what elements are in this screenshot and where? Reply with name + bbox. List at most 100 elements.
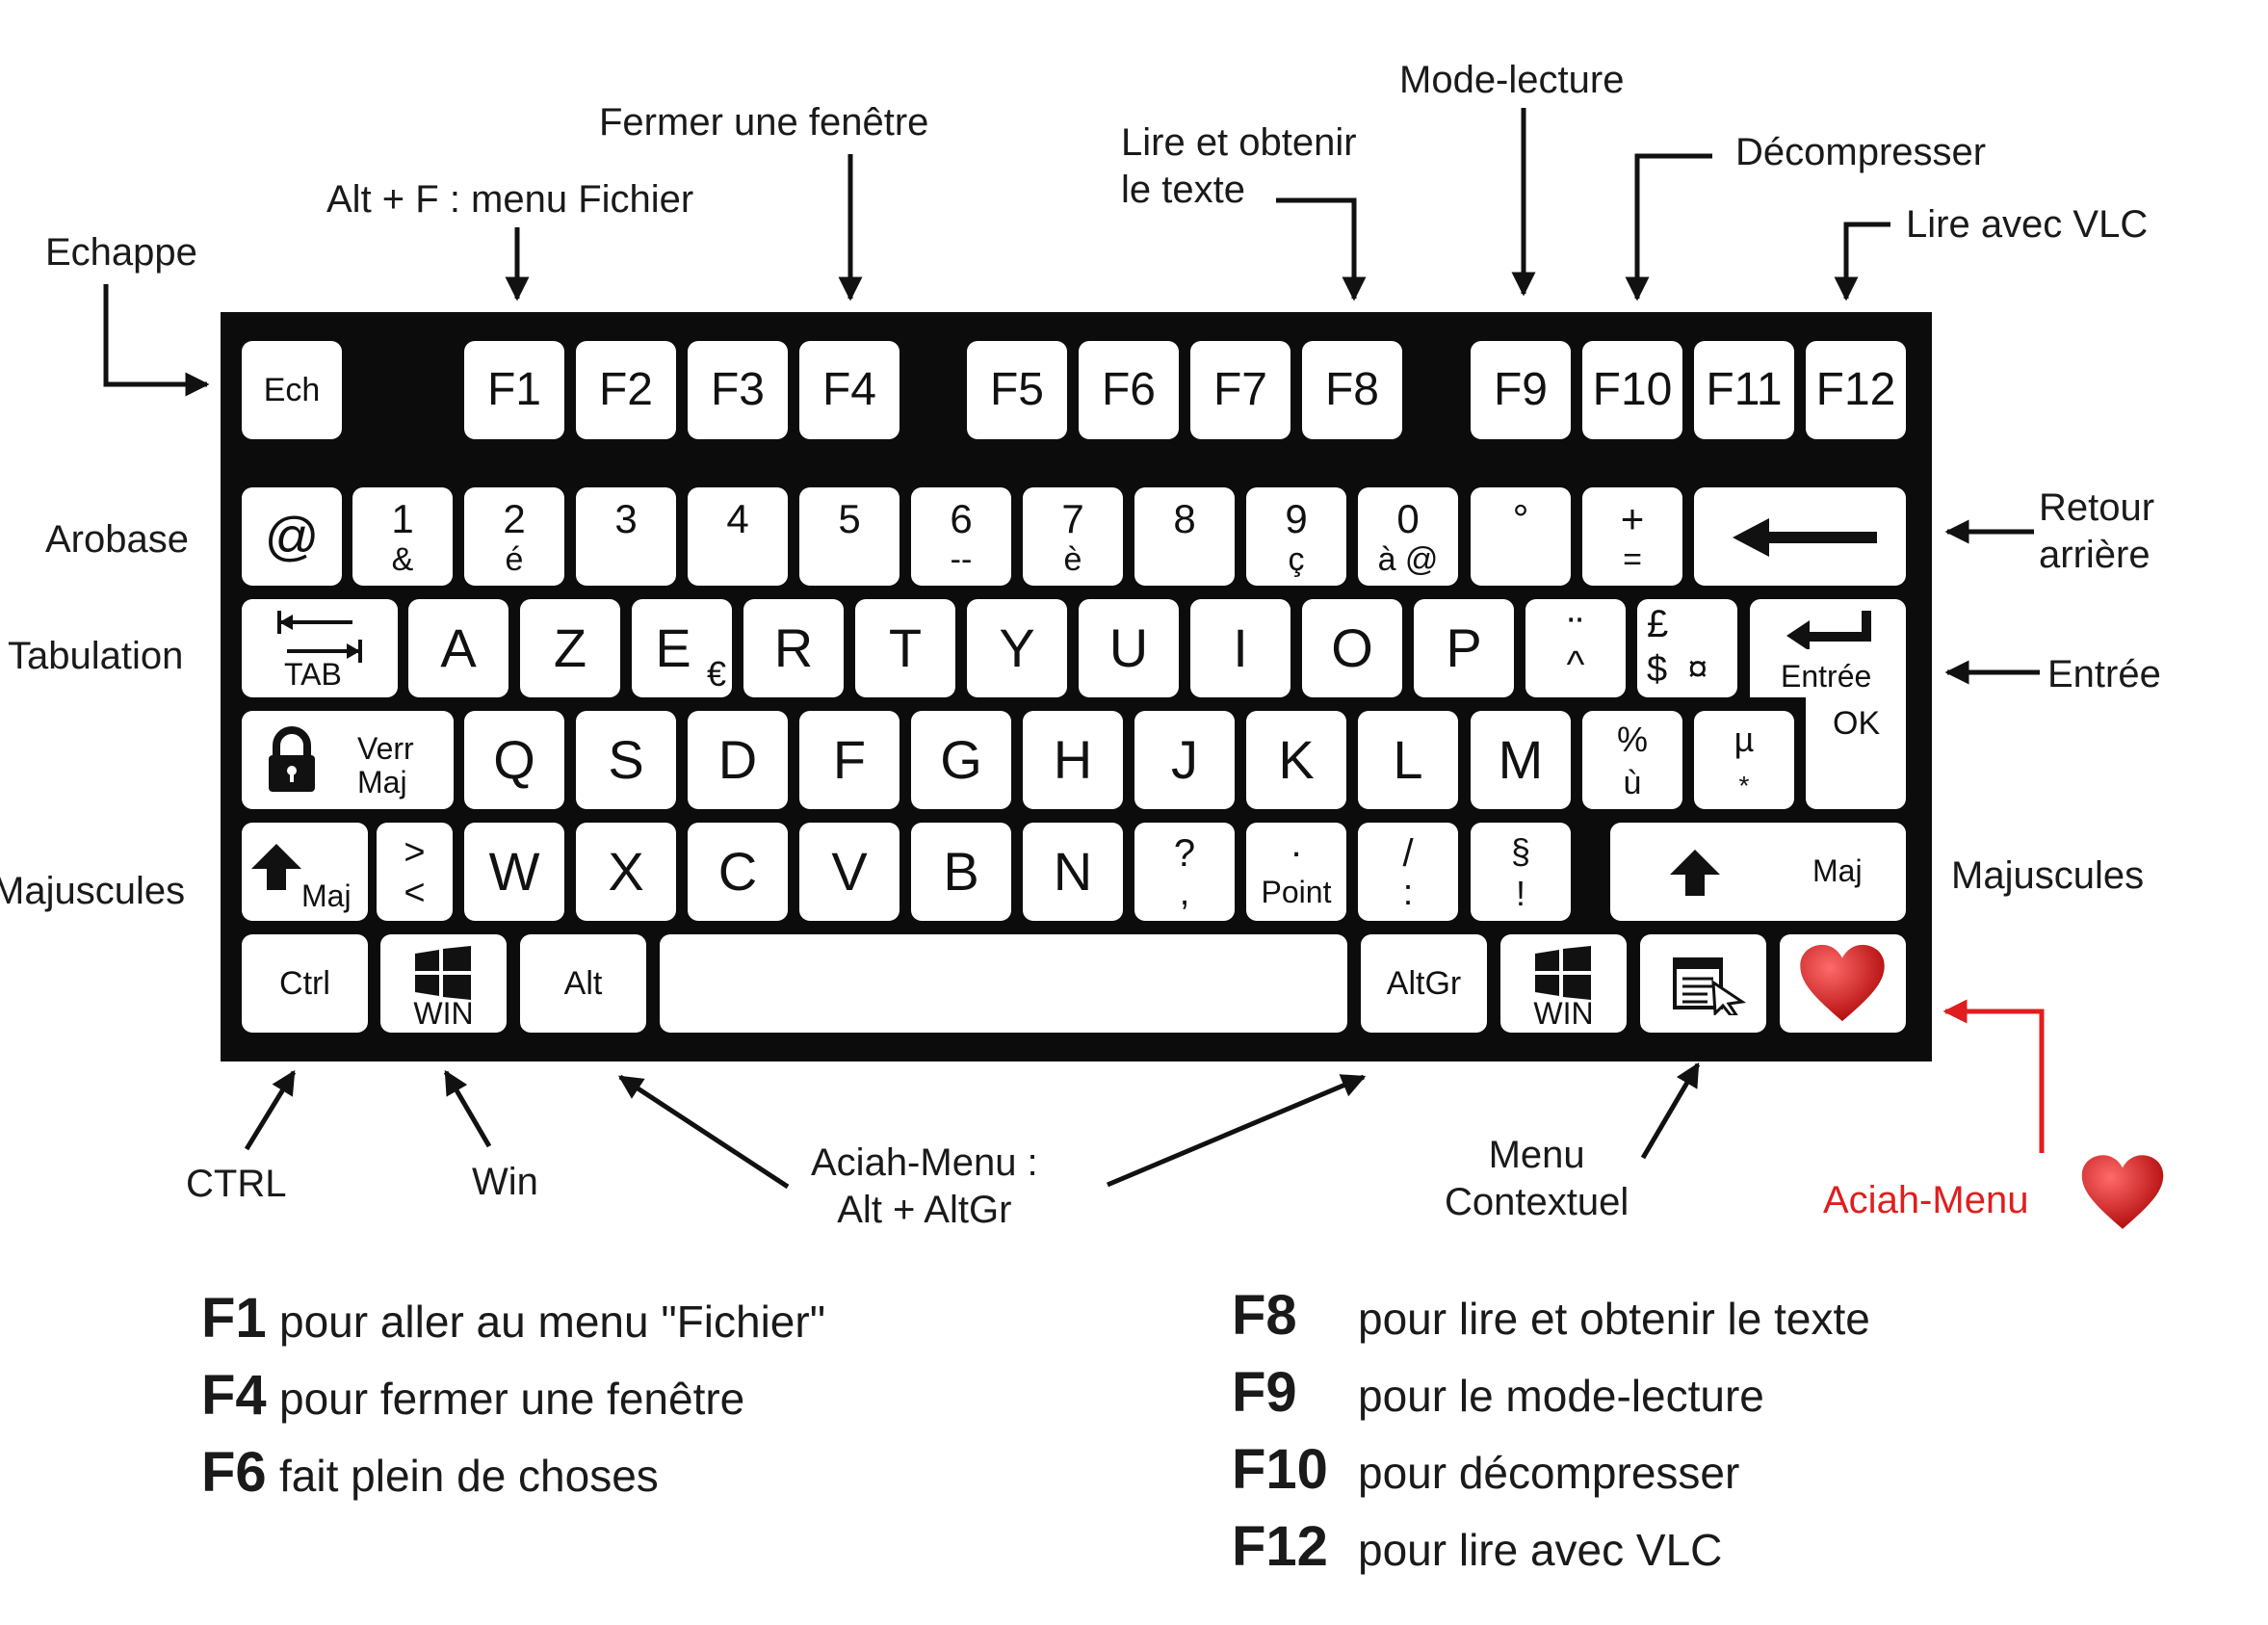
key-f9[interactable]: F9 [1471, 341, 1571, 439]
key-f12[interactable]: F12 [1806, 341, 1906, 439]
key-tab[interactable]: TAB [242, 599, 398, 697]
windows-logo-icon [1535, 946, 1591, 1000]
key-alt[interactable]: Alt [520, 934, 646, 1033]
key-f5[interactable]: F5 [967, 341, 1067, 439]
key-b[interactable]: B [911, 823, 1011, 921]
arrow-ctrl [244, 1069, 297, 1151]
key-f8[interactable]: F8 [1302, 341, 1402, 439]
key-c[interactable]: C [688, 823, 788, 921]
key-capslock[interactable]: Verr Maj [242, 711, 454, 809]
callout-fermer: Fermer une fenêtre [599, 101, 929, 144]
key-d[interactable]: D [688, 711, 788, 809]
key-i[interactable]: I [1190, 599, 1290, 697]
key-mu[interactable]: µ* [1694, 711, 1794, 809]
arrow-menu-ctx [1640, 1061, 1701, 1160]
arrow-aciah-alt-left [617, 1074, 790, 1190]
key-at[interactable]: @ [242, 487, 342, 586]
key-a[interactable]: A [408, 599, 508, 697]
key-l[interactable]: L [1358, 711, 1458, 809]
key-pound[interactable]: £ $ ¤ [1637, 599, 1737, 697]
key-f4[interactable]: F4 [799, 341, 899, 439]
heart-icon [1800, 944, 1885, 1022]
callout-tabulation: Tabulation [8, 635, 184, 677]
key-f7[interactable]: F7 [1190, 341, 1290, 439]
key-point[interactable]: .Point [1246, 823, 1346, 921]
key-x[interactable]: X [576, 823, 676, 921]
key-f10[interactable]: F10 [1582, 341, 1682, 439]
tab-icon [277, 611, 362, 663]
key-j[interactable]: J [1134, 711, 1235, 809]
callout-echappe: Echappe [45, 231, 197, 274]
key-win-right[interactable]: WIN [1500, 934, 1627, 1033]
arrow-f8 [1276, 197, 1367, 301]
key-e[interactable]: E € [632, 599, 732, 697]
key-5[interactable]: 5 [799, 487, 899, 586]
key-w[interactable]: W [464, 823, 564, 921]
key-f[interactable]: F [799, 711, 899, 809]
key-backspace[interactable] [1694, 487, 1906, 586]
key-4[interactable]: 4 [688, 487, 788, 586]
key-lt-gt[interactable]: >< [377, 823, 453, 921]
key-shift-right[interactable]: Maj [1610, 823, 1906, 921]
key-question[interactable]: ?, [1134, 823, 1235, 921]
key-enter-lower[interactable]: OK [1806, 688, 1906, 809]
key-plus[interactable]: += [1582, 487, 1682, 586]
key-1[interactable]: 1& [352, 487, 453, 586]
key-degree[interactable]: ° [1471, 487, 1571, 586]
key-enter[interactable]: Entrée [1750, 599, 1906, 697]
key-v[interactable]: V [799, 823, 899, 921]
key-u[interactable]: U [1079, 599, 1179, 697]
key-r[interactable]: R [743, 599, 844, 697]
key-p[interactable]: P [1414, 599, 1514, 697]
key-space[interactable] [660, 934, 1347, 1033]
key-trema[interactable]: ¨^ [1525, 599, 1626, 697]
key-8[interactable]: 8 [1134, 487, 1235, 586]
key-q[interactable]: Q [464, 711, 564, 809]
key-k[interactable]: K [1246, 711, 1346, 809]
key-n[interactable]: N [1023, 823, 1123, 921]
key-y[interactable]: Y [967, 599, 1067, 697]
arrow-left-icon [1733, 518, 1877, 557]
keyboard: Ech F1 F2 F3 F4 F5 F6 F7 F8 F9 F10 F11 F… [221, 312, 1932, 1061]
callout-mode-lecture: Mode-lecture [1399, 59, 1625, 101]
key-section[interactable]: §! [1471, 823, 1571, 921]
key-6[interactable]: 6-- [911, 487, 1011, 586]
key-s[interactable]: S [576, 711, 676, 809]
key-shift-left[interactable]: Maj [242, 823, 368, 921]
key-f2[interactable]: F2 [576, 341, 676, 439]
key-slash[interactable]: /: [1358, 823, 1458, 921]
key-esc[interactable]: Ech [242, 341, 342, 439]
key-aciah[interactable] [1780, 934, 1906, 1033]
callout-majuscules-left: Majuscules [0, 870, 186, 912]
key-o[interactable]: O [1302, 599, 1402, 697]
key-f6[interactable]: F6 [1079, 341, 1179, 439]
arrow-f12 [1834, 222, 1890, 301]
key-3[interactable]: 3 [576, 487, 676, 586]
key-t[interactable]: T [855, 599, 955, 697]
key-altgr[interactable]: AltGr [1361, 934, 1487, 1033]
key-z[interactable]: Z [520, 599, 620, 697]
key-f1[interactable]: F1 [464, 341, 564, 439]
key-ctrl[interactable]: Ctrl [242, 934, 368, 1033]
arrow-aciah-alt-right [1107, 1074, 1367, 1188]
key-m[interactable]: M [1471, 711, 1571, 809]
arrow-up-icon [251, 844, 301, 890]
key-f3[interactable]: F3 [688, 341, 788, 439]
key-h[interactable]: H [1023, 711, 1123, 809]
key-g[interactable]: G [911, 711, 1011, 809]
key-percent[interactable]: %ù [1582, 711, 1682, 809]
key-context-menu[interactable] [1640, 934, 1766, 1033]
key-f11[interactable]: F11 [1694, 341, 1794, 439]
key-win-left[interactable]: WIN [380, 934, 507, 1033]
